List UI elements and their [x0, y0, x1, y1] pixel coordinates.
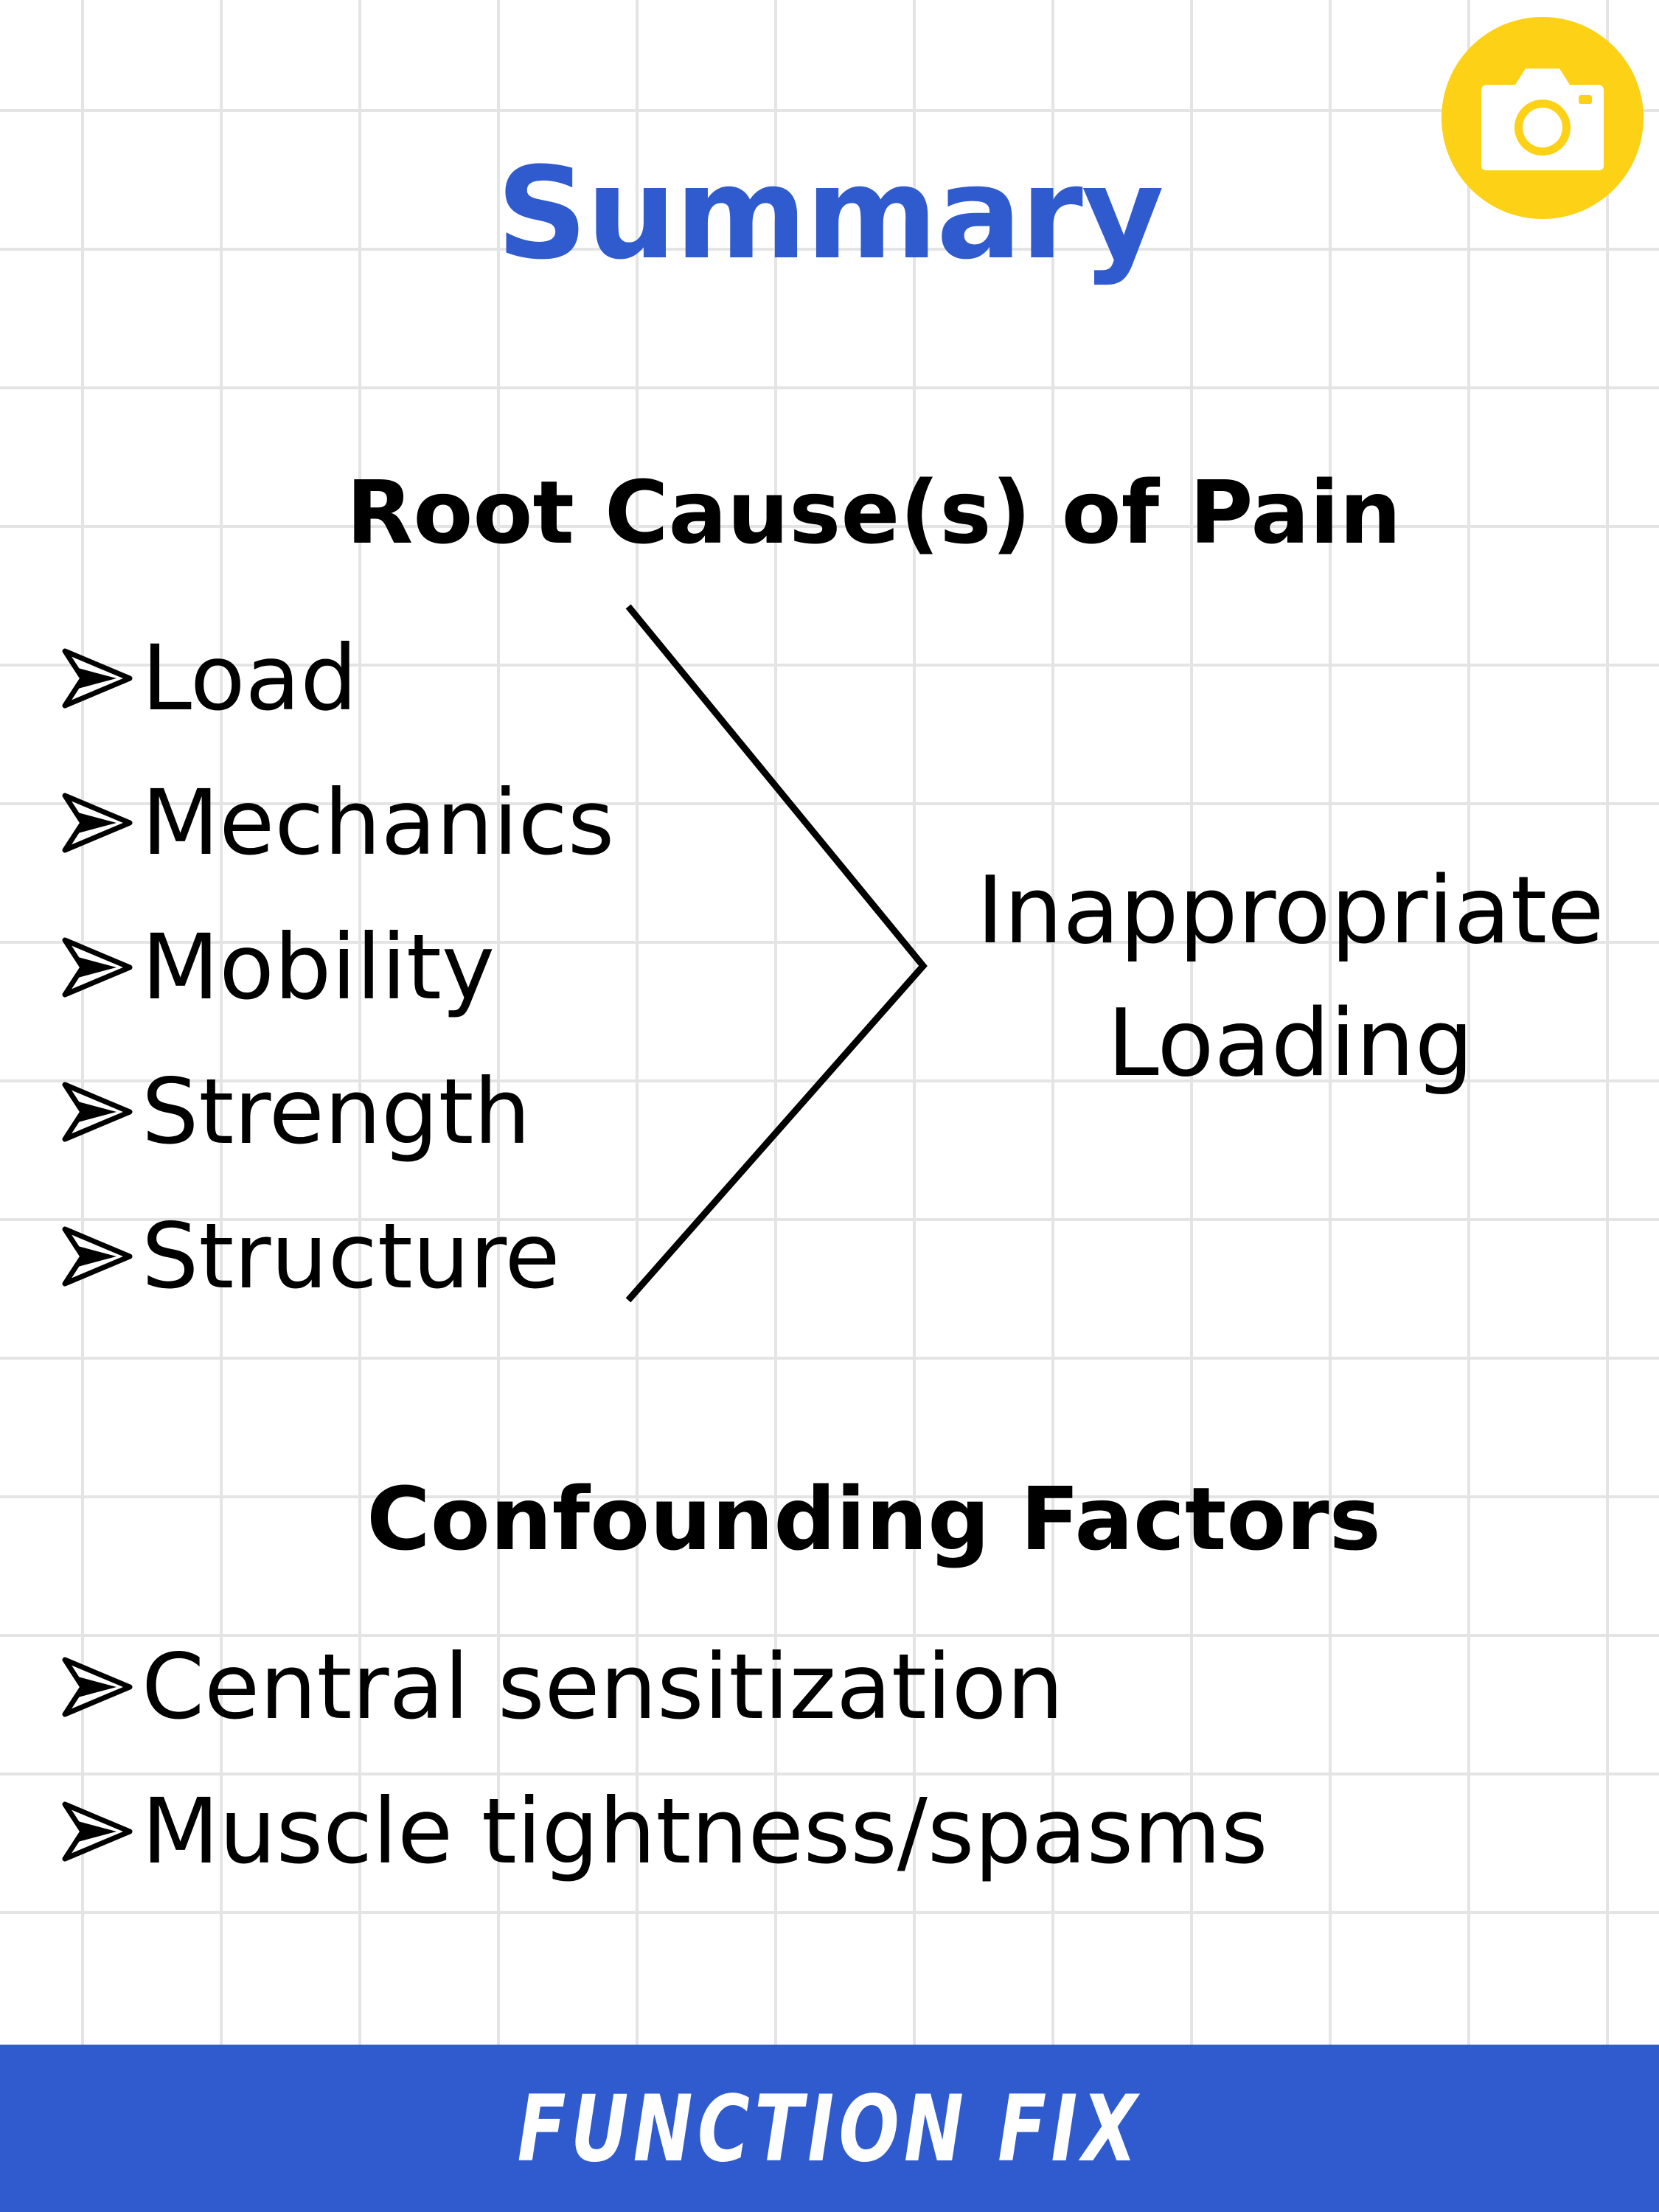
list-item: Load	[60, 606, 614, 751]
root-causes-list: Load Mechanics Mobility Strength Structu…	[60, 606, 614, 1329]
brand-name: FUNCTION FIX	[517, 2076, 1142, 2183]
list-item: Mechanics	[60, 751, 614, 895]
list-item: Mobility	[60, 895, 614, 1040]
outcome-line-2: Loading	[1107, 989, 1474, 1097]
root-causes-heading: Root Cause(s) of Pain	[346, 462, 1402, 563]
arrowhead-bullet-icon	[60, 1798, 142, 1865]
root-cause-strength: Strength	[142, 1060, 531, 1164]
arrowhead-bullet-icon	[60, 1654, 142, 1720]
confounding-muscle-tightness: Muscle tightness/spasms	[142, 1779, 1268, 1884]
outcome-line-1: Inappropriate	[976, 856, 1604, 964]
list-item: Strength	[60, 1040, 614, 1184]
outcome-label: Inappropriate Loading	[959, 844, 1622, 1110]
root-cause-load: Load	[142, 626, 358, 731]
list-item: Structure	[60, 1184, 614, 1329]
confounding-heading: Confounding Factors	[366, 1468, 1381, 1570]
root-cause-structure: Structure	[142, 1204, 560, 1309]
root-cause-mobility: Mobility	[142, 915, 495, 1020]
arrowhead-bullet-icon	[60, 934, 142, 1001]
camera-icon	[1481, 69, 1604, 170]
arrowhead-bullet-icon	[60, 645, 142, 712]
camera-badge	[1441, 17, 1644, 219]
list-item: Muscle tightness/spasms	[60, 1759, 1268, 1904]
arrowhead-bullet-icon	[60, 1079, 142, 1145]
confounding-central-sensitization: Central sensitization	[142, 1635, 1064, 1739]
list-item: Central sensitization	[60, 1615, 1268, 1759]
page-title: Summary	[496, 139, 1164, 288]
root-cause-mechanics: Mechanics	[142, 771, 615, 875]
footer-bar: FUNCTION FIX	[0, 2045, 1659, 2212]
arrowhead-bullet-icon	[60, 790, 142, 856]
arrowhead-bullet-icon	[60, 1223, 142, 1290]
confounding-list: Central sensitization Muscle tightness/s…	[60, 1615, 1268, 1904]
